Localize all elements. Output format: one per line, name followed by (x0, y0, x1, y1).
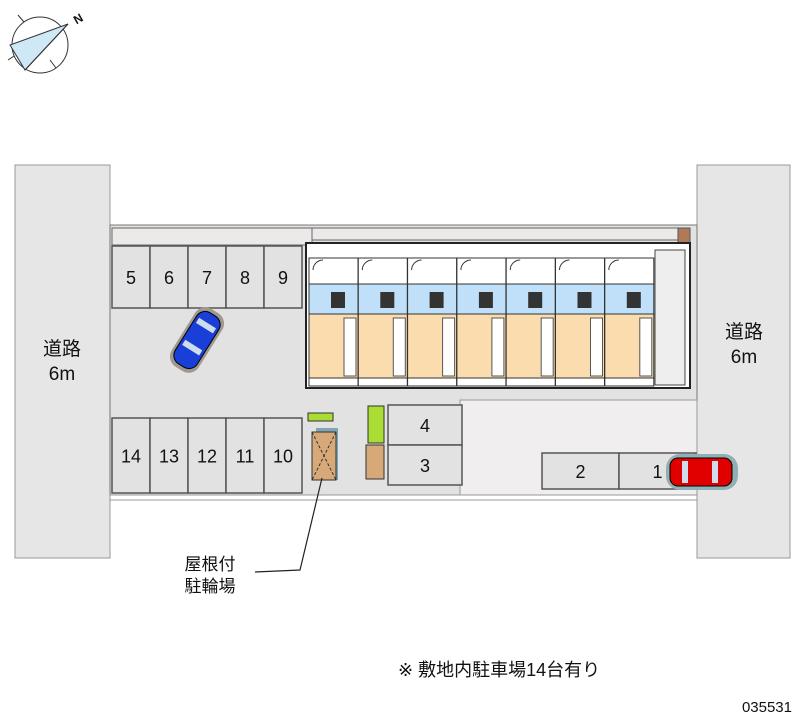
compass-icon: N (7, 11, 86, 74)
parking-space (263, 245, 303, 309)
apartment-unit (357, 257, 408, 387)
parking-space-number: 7 (202, 268, 212, 288)
blue-car-icon (169, 307, 225, 373)
road-left: 道路 6m (14, 164, 111, 559)
parking-space-number: 10 (273, 447, 293, 467)
parking-space (111, 245, 151, 309)
apartment-unit (555, 257, 605, 387)
parking-space (111, 417, 151, 494)
parking-space (387, 444, 463, 486)
parking-space-number: 9 (278, 268, 288, 288)
road-right-name: 道路 (725, 321, 763, 343)
parking-space (541, 452, 620, 490)
bicycle-label-1: 屋根付 (185, 555, 236, 574)
road-left-name: 道路 (43, 338, 81, 360)
parking-space-number: 6 (164, 268, 174, 288)
parking-space-number: 5 (126, 268, 136, 288)
top-strip (111, 227, 313, 246)
apartment-unit (505, 257, 556, 387)
parking-space-number: 12 (197, 447, 217, 467)
leader-line (254, 477, 323, 573)
parking-space-number: 3 (420, 456, 430, 476)
apartment-unit (604, 257, 655, 387)
road-right: 道路 6m (696, 164, 791, 559)
parking-space-number: 13 (159, 447, 179, 467)
north-label: N (71, 11, 86, 27)
parking-space (387, 404, 463, 446)
apartment-unit (407, 257, 458, 387)
parking-space (225, 417, 265, 494)
parking-note: ※ 敷地内駐車場14台有り (398, 660, 600, 680)
parking-space-number: 8 (240, 268, 250, 288)
road-right-width: 6m (731, 347, 757, 368)
road-left-width: 6m (49, 364, 75, 385)
parking-space-number: 11 (236, 447, 255, 467)
parking-space (225, 245, 265, 309)
apartment-building (305, 242, 691, 389)
parking-space-number: 4 (420, 416, 430, 436)
apartment-unit (456, 257, 507, 387)
parking-space-number: 14 (121, 447, 141, 467)
parking-space (149, 245, 189, 309)
bicycle-label-2: 駐輪場 (185, 577, 236, 596)
parking-space (149, 417, 189, 494)
bicycle-parking: 屋根付 駐輪場 (185, 405, 385, 596)
parking-space (263, 417, 303, 494)
parking-space-number: 1 (652, 462, 662, 482)
property-code: 035531 (742, 699, 792, 716)
parking-space (187, 417, 227, 494)
apartment-unit (308, 257, 359, 387)
stairs (654, 249, 686, 386)
red-car-icon (666, 454, 738, 490)
parking-space-number: 2 (575, 462, 585, 482)
